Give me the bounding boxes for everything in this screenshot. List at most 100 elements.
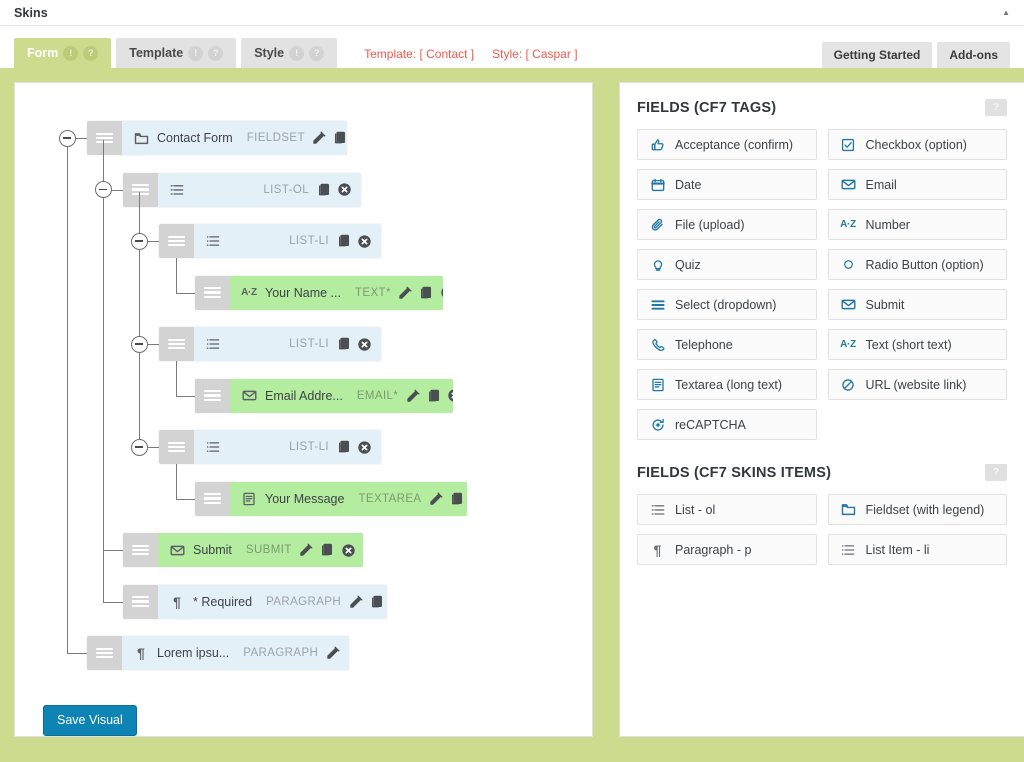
field-button[interactable]: File (upload) (637, 209, 817, 240)
row-delete-icon[interactable] (337, 182, 352, 197)
chevron-up-icon[interactable]: ▲ (1002, 7, 1010, 17)
row-copy-icon[interactable] (450, 491, 465, 506)
tree-row[interactable]: LIST-LI (159, 430, 381, 464)
row-copy-icon[interactable] (336, 337, 351, 352)
collapse-toggle-root[interactable] (58, 129, 76, 147)
tab-style-alert-badge[interactable]: ! (289, 45, 305, 61)
tree-row[interactable]: ¶Lorem ipsu...PARAGRAPH (87, 636, 349, 670)
collapse-toggle-list-li[interactable] (130, 335, 148, 353)
pilcrow-icon: ¶ (653, 541, 662, 558)
row-delete-icon[interactable] (447, 388, 453, 403)
field-button[interactable]: Date (637, 169, 817, 200)
field-button[interactable]: Email (827, 169, 1007, 200)
section-help-button[interactable]: ? (985, 464, 1007, 481)
row-edit-icon[interactable] (299, 543, 314, 558)
row-copy-icon[interactable] (336, 440, 351, 455)
save-visual-button[interactable]: Save Visual (43, 705, 137, 736)
field-button-label: File (upload) (675, 217, 745, 232)
tab-style-label: Style (254, 46, 285, 60)
getting-started-button[interactable]: Getting Started (821, 42, 933, 68)
tree-row[interactable]: LIST-OL (123, 172, 361, 207)
collapse-toggle-list-ol[interactable] (94, 181, 112, 198)
az-icon: A·Z (840, 219, 856, 230)
drag-handle[interactable] (87, 121, 122, 155)
collapse-toggle-list-li[interactable] (130, 438, 148, 456)
tab-form[interactable]: Form ! ? (14, 38, 112, 68)
row-edit-icon[interactable] (405, 388, 420, 403)
field-button[interactable]: Acceptance (confirm) (637, 129, 817, 160)
row-edit-icon[interactable] (429, 491, 444, 506)
tab-style-help-badge[interactable]: ? (309, 45, 325, 61)
tab-style[interactable]: Style ! ? (241, 38, 338, 68)
field-button[interactable]: List - ol (637, 494, 817, 525)
tree-row-actions (405, 388, 453, 403)
row-copy-icon[interactable] (419, 285, 434, 300)
field-button[interactable]: Select (dropdown) (637, 289, 817, 320)
tree-row-body: LIST-LI (194, 327, 381, 361)
field-button[interactable]: Textarea (long text) (637, 369, 817, 400)
row-copy-icon[interactable] (333, 131, 347, 146)
drag-handle[interactable] (123, 584, 158, 619)
row-copy-icon[interactable] (316, 182, 331, 197)
row-edit-icon[interactable] (312, 131, 327, 146)
row-copy-icon[interactable] (426, 388, 441, 403)
field-button[interactable]: List Item - li (827, 534, 1007, 565)
tree-row[interactable]: LIST-LI (159, 224, 381, 258)
add-ons-button[interactable]: Add-ons (937, 42, 1010, 68)
tree-row-body: LIST-OL (158, 173, 361, 207)
drag-handle[interactable] (159, 224, 194, 258)
field-button[interactable]: Checkbox (option) (827, 129, 1007, 160)
row-copy-icon[interactable] (346, 646, 349, 661)
current-style-label: Style: [ Caspar ] (492, 47, 578, 61)
row-delete-icon[interactable] (357, 440, 372, 455)
tree-row[interactable]: Email Addre...EMAIL* (195, 378, 453, 413)
drag-handle[interactable] (195, 481, 230, 516)
tree-row-actions (299, 543, 356, 558)
row-copy-icon[interactable] (336, 234, 351, 249)
tab-form-alert-badge[interactable]: ! (63, 45, 79, 61)
field-button[interactable]: Fieldset (with legend) (827, 494, 1007, 525)
tab-template-alert-badge[interactable]: ! (188, 45, 204, 61)
field-button[interactable]: URL (website link) (827, 369, 1007, 400)
drag-handle[interactable] (195, 378, 230, 413)
tab-template[interactable]: Template ! ? (116, 38, 237, 68)
row-edit-icon[interactable] (398, 285, 413, 300)
field-button[interactable]: Quiz (637, 249, 817, 280)
tree-row[interactable]: LIST-LI (159, 327, 381, 361)
field-button-label: Telephone (675, 337, 733, 352)
drag-handle[interactable] (87, 636, 122, 670)
row-edit-icon[interactable] (325, 646, 340, 661)
tab-template-help-badge[interactable]: ? (208, 45, 224, 61)
drag-handle[interactable] (123, 533, 158, 567)
row-edit-icon[interactable] (348, 594, 363, 609)
row-copy-icon[interactable] (320, 543, 335, 558)
row-delete-icon[interactable] (440, 285, 443, 300)
tree-row-actions (336, 440, 372, 455)
row-delete-icon[interactable] (357, 337, 372, 352)
section-help-button[interactable]: ? (985, 99, 1007, 116)
field-button[interactable]: reCAPTCHA (637, 409, 817, 440)
row-delete-icon[interactable] (341, 543, 356, 558)
drag-handle[interactable] (159, 327, 194, 361)
field-button[interactable]: Submit (827, 289, 1007, 320)
tab-form-help-badge[interactable]: ? (83, 45, 99, 61)
collapse-toggle-list-li[interactable] (130, 232, 148, 250)
field-button[interactable]: ¶Paragraph - p (637, 534, 817, 565)
row-delete-icon[interactable] (357, 234, 372, 249)
drag-handle[interactable] (195, 275, 230, 310)
row-copy-icon[interactable] (369, 594, 384, 609)
drag-handle[interactable] (123, 172, 158, 207)
drag-handle[interactable] (159, 430, 194, 464)
tree-row-label: Contact Form (157, 131, 233, 145)
field-button[interactable]: Radio Button (option) (827, 249, 1007, 280)
field-button[interactable]: Telephone (637, 329, 817, 360)
